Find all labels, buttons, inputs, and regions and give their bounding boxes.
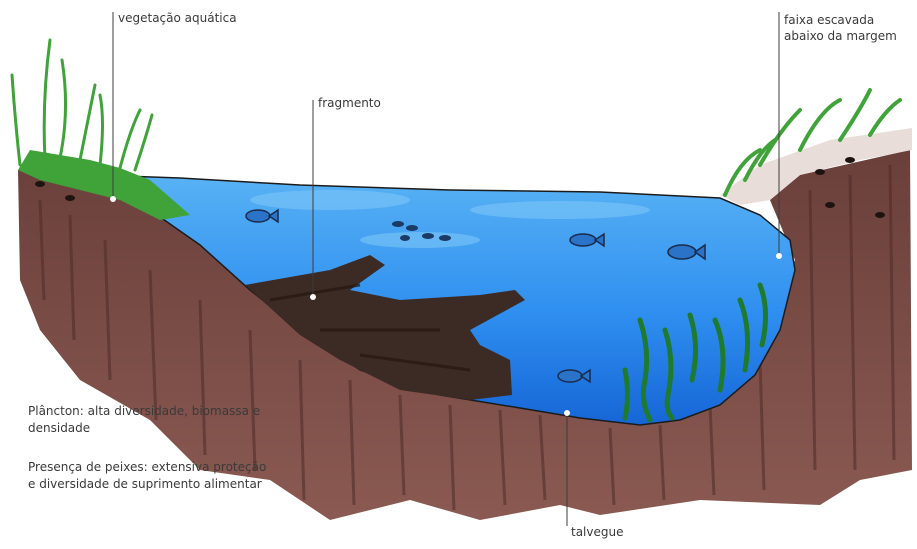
label-thalweg: talvegue — [571, 524, 623, 540]
label-undercut-line1: faixa escavada — [784, 12, 874, 28]
note-fish-line2: e diversidade de suprimento alimentar — [28, 476, 266, 493]
note-plankton: Plâncton: alta diversidade, biomassa e d… — [28, 403, 260, 437]
note-fish-line1: Presença de peixes: extensiva proteção — [28, 459, 266, 476]
note-plankton-line2: densidade — [28, 420, 260, 437]
note-plankton-line1: Plâncton: alta diversidade, biomassa e — [28, 403, 260, 420]
note-fish: Presença de peixes: extensiva proteção e… — [28, 459, 266, 493]
label-vegetation: vegetação aquática — [118, 10, 237, 26]
label-fragment: fragmento — [318, 95, 381, 111]
label-undercut-line2: abaixo da margem — [784, 28, 897, 44]
